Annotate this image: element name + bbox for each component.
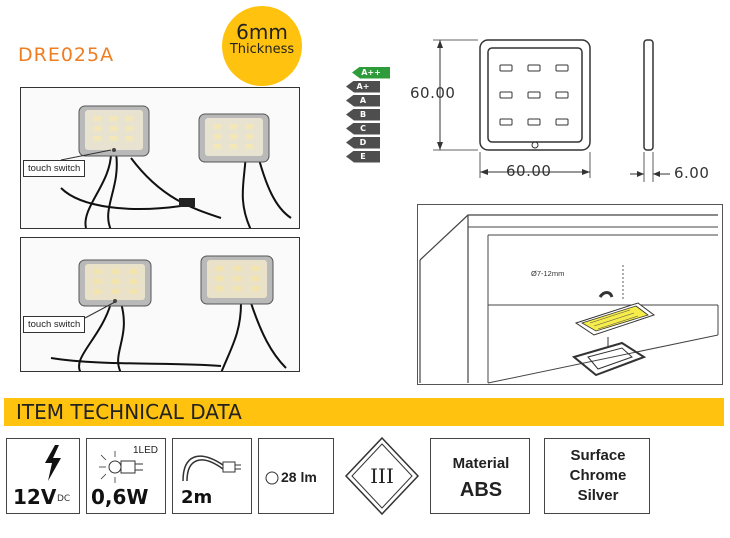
energy-class-arrow: A xyxy=(346,94,380,107)
spec-lumen: 28 lm xyxy=(258,438,334,514)
protection-class: III xyxy=(344,436,420,516)
dimension-drawing: 60.00 60.00 6.00 xyxy=(408,32,728,192)
cable-length: 2m xyxy=(181,487,213,508)
lumen-circle-icon xyxy=(265,471,279,485)
energy-class-arrow: A+ xyxy=(346,80,380,93)
energy-class-row: D xyxy=(340,136,400,149)
touch-switch-label: touch switch xyxy=(23,160,86,177)
energy-class-arrow: C xyxy=(346,122,380,135)
energy-class-row: A++ xyxy=(340,66,400,79)
thickness-value: 6mm xyxy=(236,20,288,44)
material-label: Material xyxy=(452,455,510,472)
cable-icon xyxy=(182,455,241,482)
depth-dimension: 6.00 xyxy=(674,164,710,182)
led-icon xyxy=(99,451,143,483)
section-title: ITEM TECHNICAL DATA xyxy=(16,400,242,424)
section-banner: ITEM TECHNICAL DATA xyxy=(4,398,724,426)
surface-label: Surface xyxy=(570,447,626,464)
product-photo-top: touch switch xyxy=(20,87,300,229)
spec-cable: 2m xyxy=(172,438,252,514)
lightning-icon xyxy=(45,445,61,481)
installation-diagram: Ø7-12mm xyxy=(417,204,723,385)
dimension-drawing-svg xyxy=(433,39,670,182)
surface-value-line1: Chrome xyxy=(569,467,627,484)
energy-class-row: E xyxy=(340,150,400,163)
lumen-value: 28 lm xyxy=(281,469,317,485)
touch-switch-label: touch switch xyxy=(23,316,86,333)
spec-material: Material ABS xyxy=(430,438,530,514)
hole-size-label: Ø7-12mm xyxy=(531,269,565,278)
installation-diagram-svg xyxy=(419,214,719,384)
energy-class-arrow: A++ xyxy=(352,66,390,79)
energy-class-row: A+ xyxy=(340,80,400,93)
thickness-label: Thickness xyxy=(229,42,295,57)
material-value: ABS xyxy=(459,479,503,501)
height-dimension: 60.00 xyxy=(410,84,456,102)
energy-class-row: A xyxy=(340,94,400,107)
product-photo-illustration xyxy=(50,255,287,371)
energy-class-row: C xyxy=(340,122,400,135)
class-diamond-icon xyxy=(344,436,420,516)
voltage-value: 12V xyxy=(13,485,57,509)
spec-power: 1LED 0,6W xyxy=(86,438,166,514)
thickness-badge: 6mm Thickness xyxy=(222,6,302,86)
led-count: 1LED xyxy=(133,445,159,456)
product-photo-bottom: touch switch xyxy=(20,237,300,372)
class-mark: III xyxy=(370,464,394,488)
power-value: 0,6W xyxy=(91,485,149,509)
width-dimension: 60.00 xyxy=(506,162,552,180)
surface-value-line2: Silver xyxy=(577,487,619,504)
energy-class-arrow: B xyxy=(346,108,380,121)
spec-voltage: 12V DC xyxy=(6,438,80,514)
model-number: DRE025A xyxy=(18,44,115,66)
product-photo-illustration xyxy=(60,105,292,228)
energy-class-row: B xyxy=(340,108,400,121)
energy-class-arrow: E xyxy=(346,150,380,163)
spec-surface: Surface Chrome Silver xyxy=(544,438,650,514)
energy-class-arrow: D xyxy=(346,136,380,149)
voltage-unit: DC xyxy=(57,494,71,504)
